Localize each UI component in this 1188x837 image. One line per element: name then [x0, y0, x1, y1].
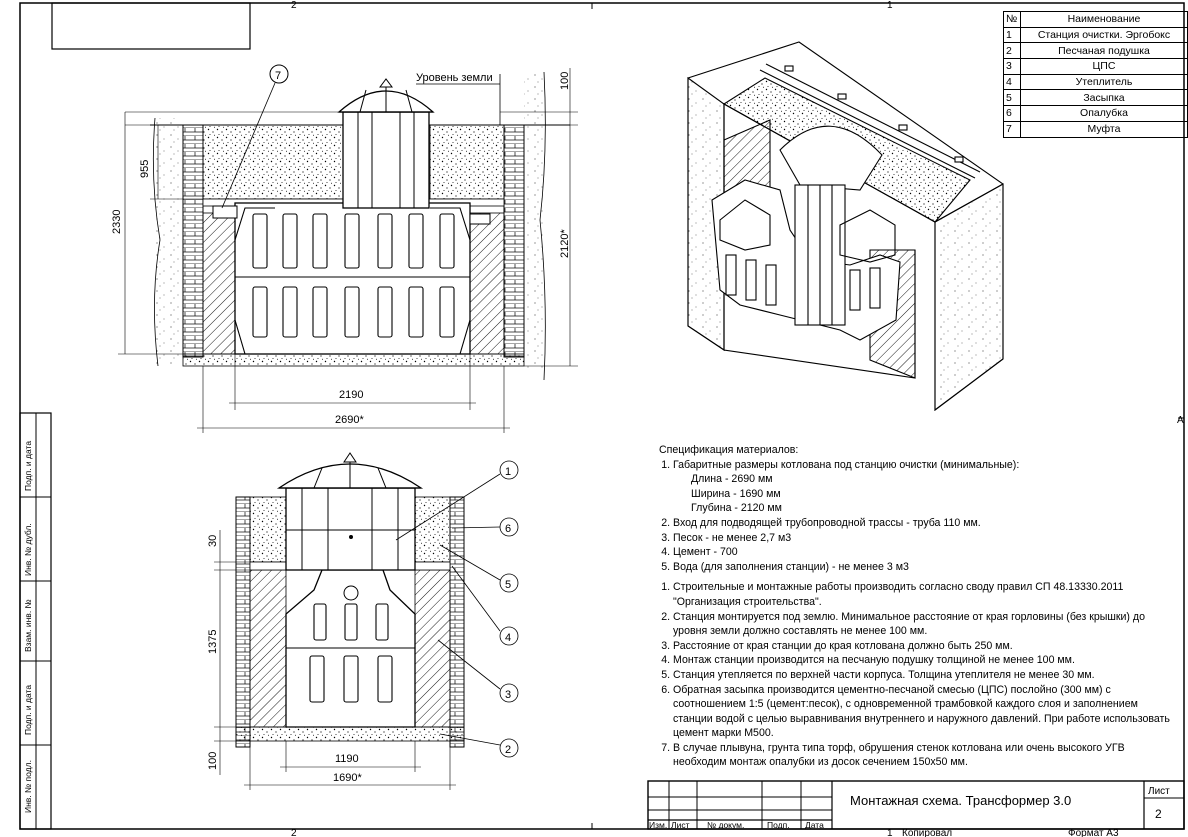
title-col-doc: № докум. — [707, 820, 744, 830]
list-item: Строительные и монтажные работы производ… — [673, 580, 1179, 609]
parts-header-num: № — [1003, 11, 1021, 28]
side-stamp-label: Взам. инв. № — [23, 599, 33, 652]
title-col-date: Дата — [805, 820, 824, 830]
list-item: Песок - не менее 2,7 м3 — [673, 531, 1179, 546]
sheet-number: 2 — [1155, 807, 1162, 821]
dim-955: 955 — [139, 160, 151, 178]
part-num: 7 — [1003, 120, 1021, 138]
side-stamp-label: Подп. и дата — [23, 685, 33, 735]
list-item: Вода (для заполнения станции) - не менее… — [673, 560, 1179, 575]
parts-header-name: Наименование — [1019, 11, 1188, 28]
list-item: Габаритные размеры котлована под станцию… — [673, 458, 1179, 516]
part-name: Песчаная подушка — [1019, 42, 1188, 60]
top-left-stamp-box — [51, 2, 251, 50]
list-item: Станция утепляется по верхней части корп… — [673, 668, 1179, 683]
zone-label: 2 — [291, 828, 297, 837]
part-name: ЦПС — [1019, 58, 1188, 75]
callout-3: 3 — [505, 689, 511, 701]
part-num: 6 — [1003, 105, 1021, 122]
part-num: 3 — [1003, 58, 1021, 75]
zone-label: 1 — [887, 828, 893, 837]
part-num: 5 — [1003, 89, 1021, 107]
list-item: Монтаж станции производится на песчаную … — [673, 653, 1179, 668]
dim-2330: 2330 — [111, 210, 123, 234]
callout-5: 5 — [505, 579, 511, 591]
spec-dim: Длина - 2690 мм — [691, 473, 773, 486]
dim-1190: 1190 — [335, 753, 359, 765]
side-stamp-label: Инв. № подл. — [23, 760, 33, 813]
front-section-drawing: 7 Уровень земли 100 2120* 955 2330 2190 … — [111, 64, 578, 433]
part-name: Станция очистки. Эргобокс — [1019, 26, 1188, 44]
callout-6: 6 — [505, 523, 511, 535]
sheet-label: Лист — [1148, 786, 1170, 797]
list-item: Станция монтируется под землю. Минимальн… — [673, 610, 1179, 639]
spec-title: Спецификация материалов: — [659, 444, 799, 456]
title-block: Изм. Лист № докум. Подп. Дата Монтажная … — [647, 780, 1185, 830]
drawing-title: Монтажная схема. Трансформер 3.0 — [850, 793, 1071, 808]
zone-label: А — [1177, 415, 1184, 426]
copied-label: Копировал — [902, 828, 952, 837]
dim-100-top: 100 — [559, 72, 571, 90]
part-num: 1 — [1003, 26, 1021, 44]
format-label: Формат А3 — [1068, 828, 1119, 837]
callout-1: 1 — [505, 466, 511, 478]
side-stamp-label: Инв. № дубл. — [23, 523, 33, 576]
part-name: Утеплитель — [1019, 73, 1188, 91]
title-col-izm: Изм. — [649, 820, 667, 830]
callout-2: 2 — [505, 744, 511, 756]
ground-level-label: Уровень земли — [416, 72, 493, 84]
dim-30: 30 — [207, 535, 219, 547]
list-item: Расстояние от края станции до края котло… — [673, 639, 1179, 654]
list-item: В случае плывуна, грунта типа торф, обру… — [673, 741, 1179, 770]
spec-dim: Глубина - 2120 мм — [691, 502, 782, 515]
part-name: Засыпка — [1019, 89, 1188, 107]
side-section-drawing: 1 6 5 4 3 2 30 1375 100 1190 1690* — [207, 452, 519, 790]
spec-list-2: Строительные и монтажные работы производ… — [659, 580, 1179, 770]
dim-100-side: 100 — [207, 752, 219, 770]
side-stamp: Инв. № подл. Подп. и дата Взам. инв. № И… — [19, 412, 52, 830]
dim-2690: 2690* — [335, 414, 364, 426]
callout-7: 7 — [275, 70, 281, 82]
dim-1375: 1375 — [207, 630, 219, 654]
list-item: Обратная засыпка производится цементно-п… — [673, 683, 1179, 741]
parts-table-header: № Наименование — [1003, 11, 1188, 28]
list-item: Вход для подводящей трубопроводной трасс… — [673, 516, 1179, 531]
side-stamp-label: Подп. и дата — [23, 441, 33, 491]
list-item: Цемент - 700 — [673, 545, 1179, 560]
part-num: 2 — [1003, 42, 1021, 60]
materials-specification: Спецификация материалов: Габаритные разм… — [659, 443, 1179, 770]
part-name: Муфта — [1019, 120, 1188, 138]
spec-item-text: Габаритные размеры котлована под станцию… — [673, 458, 1020, 471]
callout-4: 4 — [505, 632, 511, 644]
zone-label: 1 — [887, 0, 893, 11]
dim-2190: 2190 — [339, 389, 363, 401]
zone-label: 2 — [291, 0, 297, 11]
title-col-sign: Подп. — [767, 820, 790, 830]
part-name: Опалубка — [1019, 105, 1188, 122]
dim-2120: 2120* — [559, 229, 571, 258]
isometric-drawing — [687, 41, 1004, 412]
title-col-list: Лист — [671, 820, 690, 830]
spec-dim: Ширина - 1690 мм — [691, 487, 781, 500]
spec-list-1: Габаритные размеры котлована под станцию… — [659, 458, 1179, 575]
part-num: 4 — [1003, 73, 1021, 91]
dim-1690: 1690* — [333, 772, 362, 784]
